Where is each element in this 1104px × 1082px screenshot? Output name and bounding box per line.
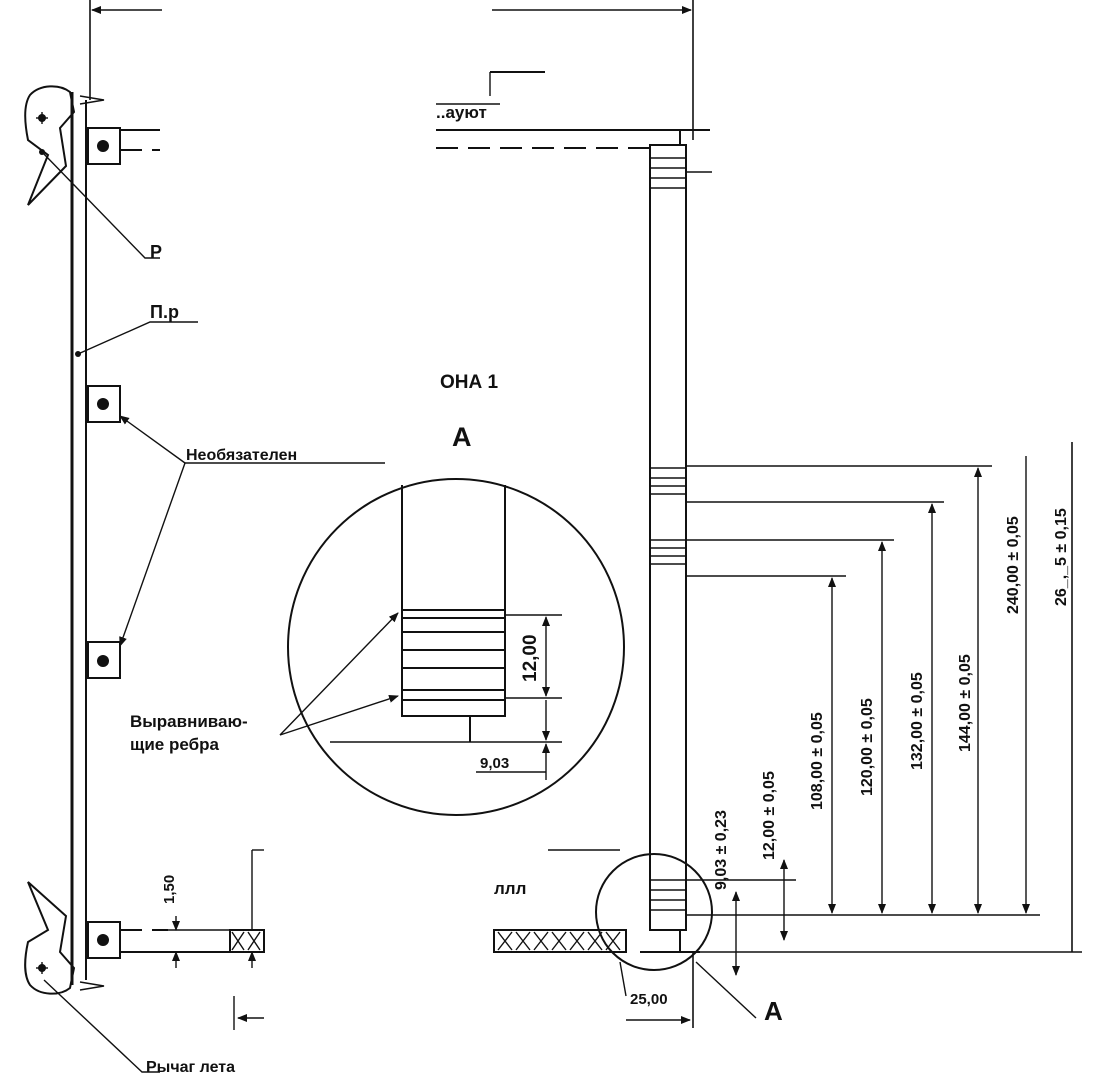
top-rail [120, 71, 710, 151]
dim-144: 144,00 ± 0,05 [957, 654, 974, 752]
dim-108: 108,00 ± 0,05 [809, 712, 826, 810]
bottom-fragment-label: ллл [494, 879, 526, 898]
mounting-tab-2 [87, 385, 121, 423]
bottom-detail-circle-a [595, 853, 757, 1028]
bottom-hatched-bar-right [493, 929, 627, 953]
dim-132: 132,00 ± 0,05 [909, 672, 926, 770]
right-extension-lines [686, 442, 1082, 953]
optional-label: Необязателен [186, 447, 297, 464]
mounting-tab-3 [87, 641, 121, 679]
dim-903-tol: 9,03 ± 0,23 [713, 810, 730, 890]
detail-dim-903: 9,03 [480, 755, 509, 772]
right-member [640, 130, 712, 953]
zone-fragment-label: ОНА 1 [440, 372, 499, 393]
dim-2500: 25,00 [630, 991, 668, 1008]
left-mid-fragment-label: П.р [150, 302, 179, 322]
ribs-leaders [279, 612, 399, 736]
optional-leaders [119, 415, 385, 647]
top-fragment-label: ..ауют [436, 103, 487, 122]
dim-12-tol: 12,00 ± 0,05 [761, 771, 778, 860]
detail-dim-12: 12,00 [520, 634, 541, 682]
dim-120: 120,00 ± 0,05 [859, 698, 876, 796]
dim-26x: 26_,_5 ± 0,15 [1053, 508, 1070, 606]
dim-240: 240,00 ± 0,05 [1005, 516, 1022, 614]
bottom-left-fragment-label: Рычаг лета [146, 1059, 235, 1076]
ribs-label-line2: щие ребра [130, 735, 219, 754]
view-a-title: A [452, 422, 472, 452]
left-top-fragment-label: Р [150, 242, 162, 262]
bottom-hatched-bar-left [229, 929, 265, 953]
mounting-tab-1 [87, 127, 121, 165]
frame-leaders [41, 151, 198, 1073]
dim-150: 1,50 [161, 875, 178, 904]
bottom-rail [120, 849, 620, 1030]
detail-view-a [287, 478, 625, 816]
ribs-label-line1: Выравниваю- [130, 712, 248, 731]
left-frame [24, 85, 105, 995]
view-a-bottom-label: А [764, 996, 783, 1026]
mounting-tab-4 [87, 921, 121, 959]
